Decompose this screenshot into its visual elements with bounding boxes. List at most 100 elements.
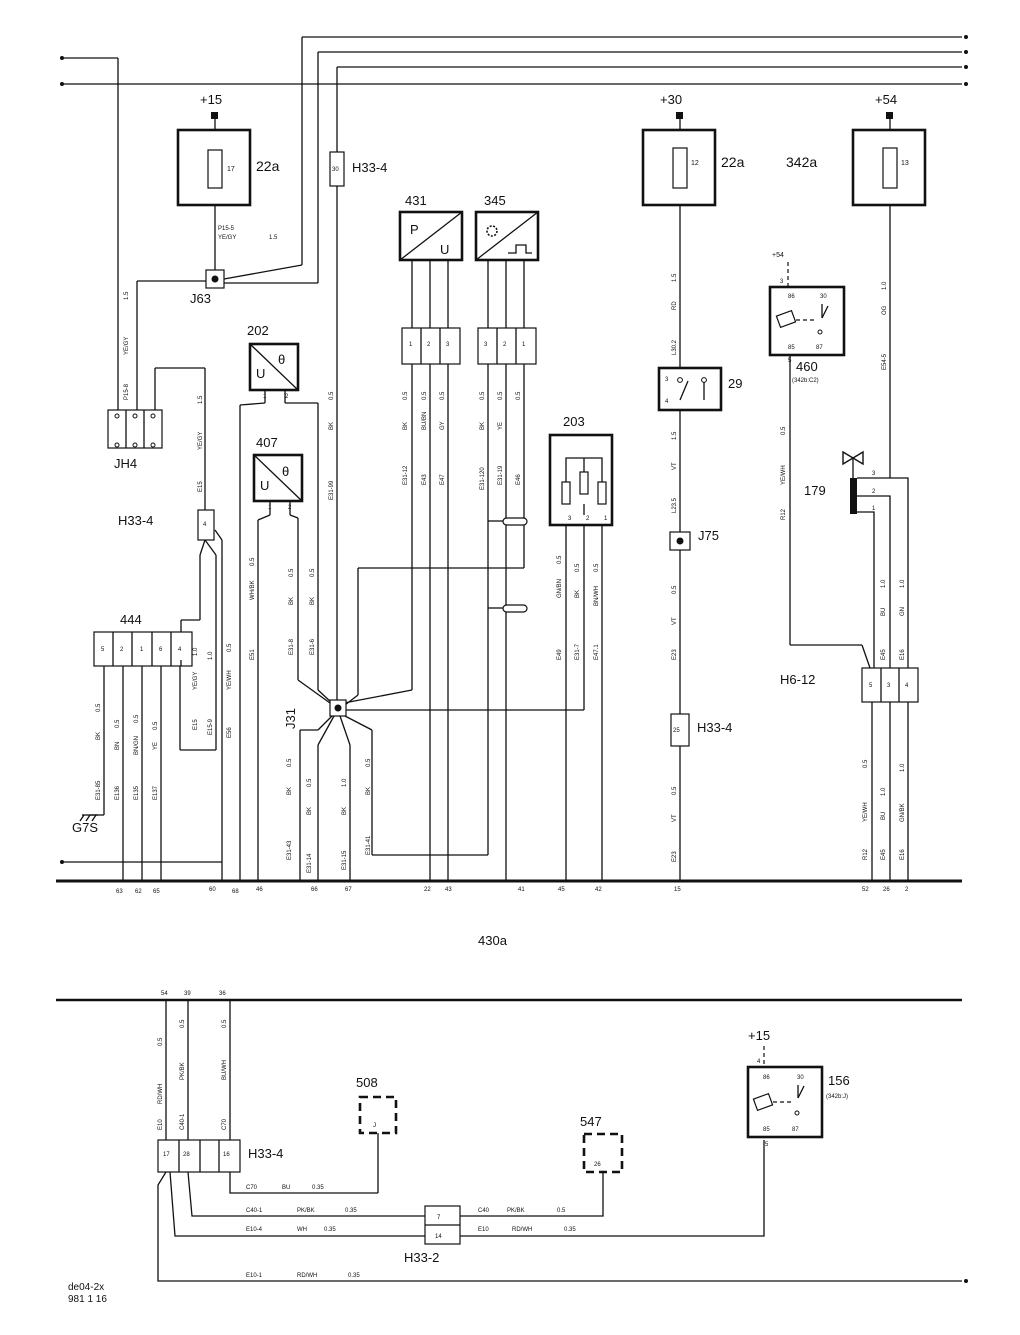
svg-text:1.0: 1.0 (208, 651, 214, 660)
connector-h33-4-d: 17 28 16 H33-4 (157, 1139, 283, 1173)
top-feed-lines (60, 35, 968, 705)
component-345: 345 3 2 1 BK0.5 E31-120 YE0.5 E31-19 0.5… (344, 193, 540, 880)
svg-text:0.5: 0.5 (440, 391, 446, 400)
svg-text:0.5: 0.5 (329, 391, 335, 400)
svg-text:1: 1 (522, 342, 526, 348)
svg-text:342a: 342a (786, 154, 817, 170)
svg-text:E31-7: E31-7 (575, 643, 581, 660)
svg-text:0.5: 0.5 (422, 391, 428, 400)
svg-text:1.0: 1.0 (342, 778, 348, 787)
svg-text:0.5: 0.5 (403, 391, 409, 400)
svg-text:E10-1: E10-1 (246, 1273, 263, 1279)
svg-text:BU/WH: BU/WH (222, 1060, 228, 1080)
sensor-202: 202 U θ 1 2 (239, 323, 319, 880)
svg-text:30: 30 (797, 1075, 804, 1081)
svg-text:E56: E56 (227, 727, 233, 738)
svg-text:68: 68 (232, 889, 239, 895)
c203-label: 203 (563, 414, 585, 429)
svg-text:0.5: 0.5 (557, 555, 563, 564)
relay-460: +54 3 86 30 85 87 5 460 (342b:C2) 0.5 YE… (768, 252, 871, 669)
fuse-label: 22a (256, 158, 280, 174)
svg-text:E47: E47 (440, 474, 446, 485)
svg-text:(342b:C2): (342b:C2) (792, 378, 819, 384)
svg-text:14: 14 (435, 1234, 442, 1240)
svg-text:2: 2 (120, 647, 124, 653)
svg-text:YE/GY: YE/GY (193, 672, 199, 690)
svg-text:0.5: 0.5 (557, 1208, 566, 1214)
svg-text:BK: BK (329, 422, 335, 430)
svg-text:E51: E51 (250, 649, 256, 660)
svg-text:1: 1 (604, 516, 608, 522)
svg-text:H33-4: H33-4 (697, 720, 732, 735)
theta-symbol: θ (278, 352, 285, 367)
svg-text:+54: +54 (875, 92, 897, 107)
c202-label: 202 (247, 323, 269, 338)
fuse-number: 17 (227, 166, 235, 173)
h33-4b-label: H33-4 (118, 513, 153, 528)
svg-text:1: 1 (409, 342, 413, 348)
svg-text:30: 30 (820, 294, 827, 300)
svg-text:46: 46 (256, 887, 263, 893)
svg-text:BU/BN: BU/BN (422, 412, 428, 430)
svg-text:WH/BK: WH/BK (250, 580, 256, 600)
svg-text:E23: E23 (672, 851, 678, 862)
svg-text:13: 13 (901, 160, 909, 167)
svg-text:E15: E15 (193, 719, 199, 730)
svg-text:460: 460 (796, 359, 818, 374)
svg-text:BK: BK (287, 787, 293, 795)
svg-text:0.5: 0.5 (134, 714, 140, 723)
svg-text:7: 7 (437, 1215, 441, 1221)
svg-text:VT: VT (672, 814, 678, 822)
svg-text:0.35: 0.35 (312, 1185, 324, 1191)
svg-text:E31-15: E31-15 (342, 850, 348, 870)
svg-text:U: U (440, 242, 449, 257)
svg-text:WH: WH (297, 1227, 307, 1233)
svg-text:1: 1 (872, 506, 876, 512)
g7s-label: G7S (72, 820, 98, 835)
svg-text:E15: E15 (198, 481, 204, 492)
svg-text:RD/WH: RD/WH (297, 1273, 317, 1279)
footer-date: 981 1 16 (68, 1294, 107, 1305)
svg-text:BN/WH: BN/WH (594, 586, 600, 606)
svg-text:E136: E136 (115, 785, 121, 800)
connector-444: 444 5 2 1 6 4 BK0.5 E31-85 BN0.5 E136 BN… (60, 529, 233, 880)
svg-text:1.0: 1.0 (900, 579, 906, 588)
svg-text:26: 26 (594, 1162, 601, 1168)
svg-text:E10: E10 (478, 1227, 489, 1233)
j63-label: J63 (190, 291, 211, 306)
svg-text:0.5: 0.5 (672, 786, 678, 795)
wire-labels-30: 1.5 RD L30.2 1.5 VT L23.5 0.5 VT E23 0.5… (672, 273, 678, 862)
svg-text:+15: +15 (748, 1028, 770, 1043)
valve-179: 179 3 2 1 BU1.0 E45 GN1.0 E16 (804, 450, 909, 668)
svg-text:86: 86 (788, 294, 795, 300)
svg-text:1.5: 1.5 (672, 431, 678, 440)
connector-h33-4-b: H33-4 4 (118, 509, 217, 751)
svg-text:BK: BK (289, 597, 295, 605)
svg-text:E31-8: E31-8 (289, 638, 295, 655)
jh4-label: JH4 (114, 456, 137, 471)
svg-text:E31-41: E31-41 (366, 835, 372, 855)
c444-label: 444 (120, 612, 142, 627)
svg-text:2: 2 (503, 342, 507, 348)
svg-text:0.5: 0.5 (158, 1037, 164, 1046)
svg-text:BK: BK (310, 597, 316, 605)
svg-text:0.5: 0.5 (96, 703, 102, 712)
svg-text:4: 4 (203, 522, 207, 528)
svg-text:66: 66 (311, 887, 318, 893)
svg-text:E31-19: E31-19 (498, 465, 504, 485)
sensor-407: 407 U θ 1 2 WH/BK0.5 E51 BK0.5 E31-8 BK0… (250, 435, 333, 880)
svg-text:E15-9: E15-9 (208, 718, 214, 735)
svg-text:0.5: 0.5 (575, 563, 581, 572)
svg-text:E45: E45 (881, 649, 887, 660)
svg-text:22a: 22a (721, 154, 745, 170)
svg-text:1.0: 1.0 (881, 787, 887, 796)
svg-text:R12: R12 (781, 508, 787, 520)
svg-text:0.5: 0.5 (498, 391, 504, 400)
svg-text:4: 4 (757, 1059, 761, 1065)
gear-icon (486, 225, 498, 237)
svg-text:PK/BK: PK/BK (507, 1208, 525, 1214)
svg-text:+54: +54 (772, 252, 784, 259)
splice-j75: J75 (669, 528, 719, 551)
svg-text:1: 1 (140, 647, 144, 653)
svg-text:0.5: 0.5 (307, 778, 313, 787)
